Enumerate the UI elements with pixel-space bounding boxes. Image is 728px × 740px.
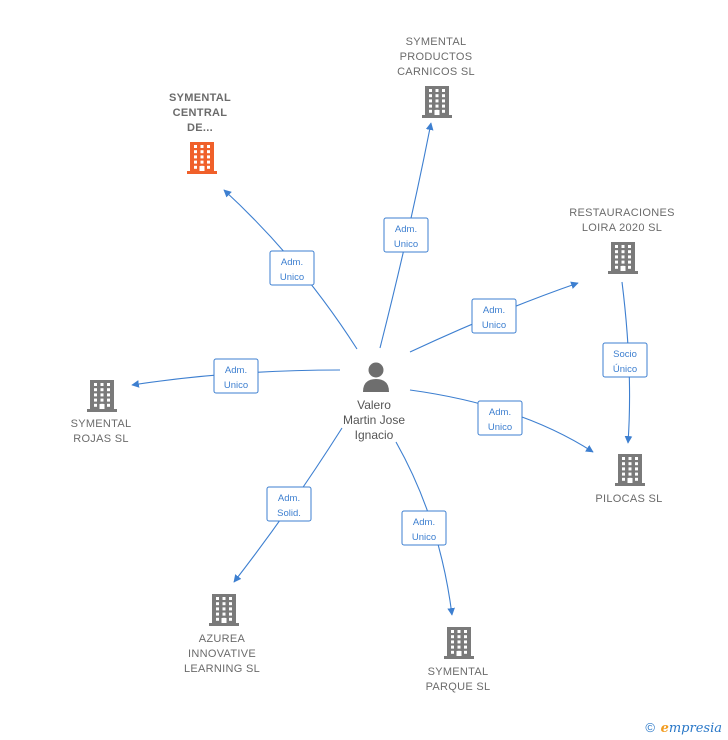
company-name: CENTRAL bbox=[173, 107, 228, 119]
company-name: CARNICOS SL bbox=[397, 66, 475, 78]
role-label-box[interactable]: Adm. Unico bbox=[401, 510, 447, 546]
role-box bbox=[266, 486, 312, 522]
role-text: Adm. bbox=[483, 305, 505, 316]
building-icon bbox=[87, 380, 117, 412]
company-node-parque[interactable]: SYMENTAL PARQUE SL bbox=[426, 627, 491, 693]
role-box bbox=[213, 358, 259, 394]
company-name: SYMENTAL bbox=[428, 666, 489, 678]
building-icon bbox=[422, 86, 452, 118]
company-name: SYMENTAL bbox=[406, 36, 467, 48]
role-label-box[interactable]: Adm. Unico bbox=[471, 298, 517, 334]
company-node-rojas[interactable]: SYMENTAL ROJAS SL bbox=[71, 380, 132, 445]
role-text: Adm. bbox=[413, 517, 435, 528]
role-text: Unico bbox=[394, 239, 418, 250]
role-text: Adm. bbox=[489, 407, 511, 418]
copyright-symbol: © bbox=[645, 720, 655, 735]
person-name: Ignacio bbox=[355, 428, 394, 442]
building-icon bbox=[615, 454, 645, 486]
edge-pilocas: Adm. Unico bbox=[409, 389, 594, 453]
company-name: RESTAURACIONES bbox=[569, 207, 674, 219]
company-name: DE... bbox=[187, 122, 213, 134]
edge-rojas: Adm. Unico bbox=[131, 358, 341, 394]
role-box bbox=[383, 217, 429, 253]
company-name: PILOCAS SL bbox=[595, 493, 662, 505]
company-name: PRODUCTOS bbox=[400, 51, 473, 63]
company-name: SYMENTAL bbox=[71, 418, 132, 430]
company-name: SYMENTAL bbox=[169, 92, 231, 104]
role-label-box[interactable]: Adm. Unico bbox=[477, 400, 523, 436]
role-box bbox=[269, 250, 315, 286]
building-icon bbox=[608, 242, 638, 274]
brand-logo-initial: e bbox=[660, 721, 669, 736]
role-label-box[interactable]: Adm. Unico bbox=[213, 358, 259, 394]
role-box bbox=[401, 510, 447, 546]
role-text: Adm. bbox=[395, 224, 417, 235]
company-node-pilocas[interactable]: PILOCAS SL bbox=[595, 454, 662, 505]
building-icon bbox=[209, 594, 239, 626]
role-text: Unico bbox=[412, 532, 436, 543]
role-box bbox=[602, 342, 648, 378]
person-icon bbox=[363, 362, 389, 392]
role-text: Socio bbox=[613, 349, 637, 360]
role-text: Unico bbox=[488, 422, 512, 433]
company-name: AZUREA bbox=[199, 633, 246, 645]
role-text: Adm. bbox=[281, 257, 303, 268]
company-name: LOIRA 2020 SL bbox=[582, 222, 662, 234]
role-label-box[interactable]: Adm. Solid. bbox=[266, 486, 312, 522]
role-text: Unico bbox=[482, 320, 506, 331]
company-name: INNOVATIVE bbox=[188, 648, 256, 660]
person-name: Valero bbox=[357, 398, 391, 412]
brand-footer[interactable]: © empresia bbox=[645, 720, 722, 736]
role-text: Adm. bbox=[225, 365, 247, 376]
company-name: LEARNING SL bbox=[184, 663, 260, 675]
person-name: Martin Jose bbox=[343, 413, 405, 427]
role-text: Adm. bbox=[278, 493, 300, 504]
role-text: Solid. bbox=[277, 508, 301, 519]
company-node-central[interactable]: SYMENTAL CENTRAL DE... bbox=[169, 92, 231, 174]
company-node-restauraciones[interactable]: RESTAURACIONES LOIRA 2020 SL bbox=[569, 207, 674, 274]
brand-logo-text: mpresia bbox=[668, 721, 722, 736]
role-box bbox=[477, 400, 523, 436]
role-text: Único bbox=[613, 364, 637, 375]
edge-central: Adm. Unico bbox=[223, 189, 358, 350]
company-node-productos[interactable]: SYMENTAL PRODUCTOS CARNICOS SL bbox=[397, 36, 475, 118]
edge-restauraciones: Adm. Unico bbox=[409, 281, 579, 353]
role-label-box[interactable]: Adm. Unico bbox=[269, 250, 315, 286]
role-box bbox=[471, 298, 517, 334]
role-text: Unico bbox=[224, 380, 248, 391]
role-text: Unico bbox=[280, 272, 304, 283]
company-name: PARQUE SL bbox=[426, 681, 491, 693]
company-name: ROJAS SL bbox=[73, 433, 129, 445]
building-icon bbox=[444, 627, 474, 659]
edge-azurea: Adm. Solid. bbox=[233, 427, 343, 583]
edge-productos: Adm. Unico bbox=[379, 122, 434, 349]
company-node-azurea[interactable]: AZUREA INNOVATIVE LEARNING SL bbox=[184, 594, 260, 675]
edge-parque: Adm. Unico bbox=[395, 441, 455, 616]
role-label-box[interactable]: Adm. Unico bbox=[383, 217, 429, 253]
building-icon bbox=[187, 142, 217, 174]
